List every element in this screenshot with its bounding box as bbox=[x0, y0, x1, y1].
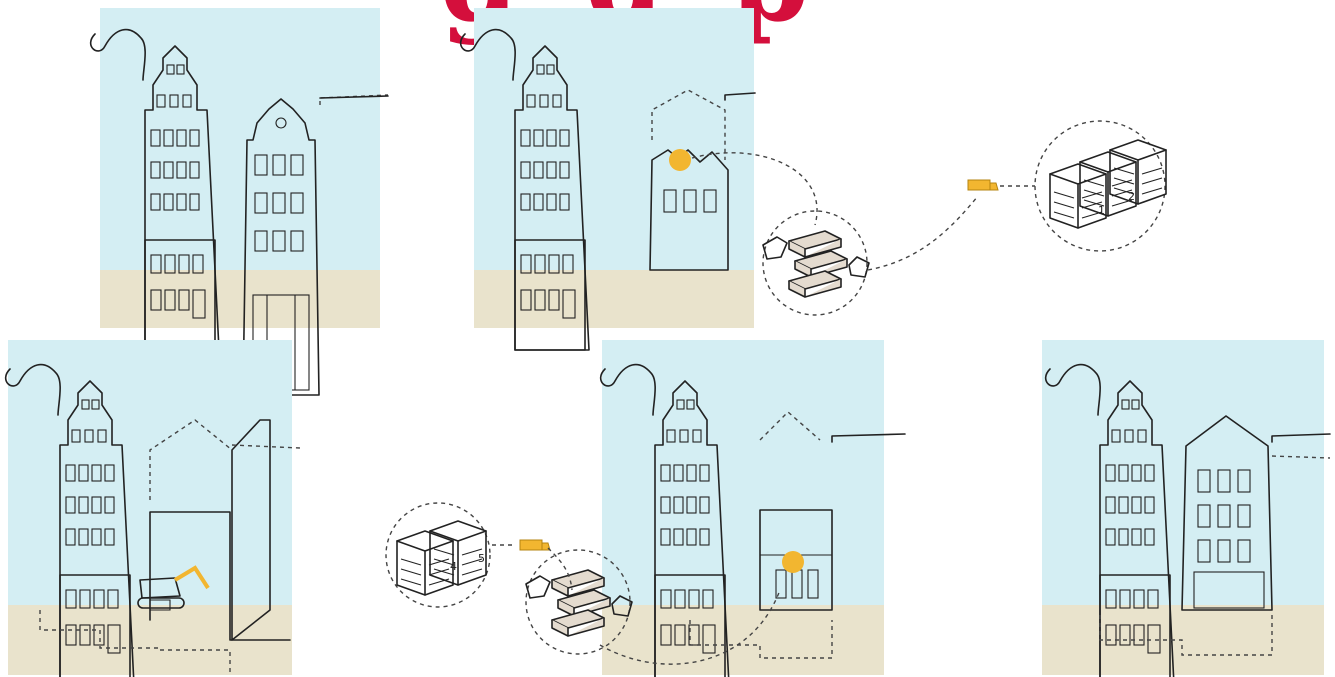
panel-modules-installed: 4 5 bbox=[386, 340, 905, 677]
panel-completed bbox=[1042, 340, 1330, 677]
module-number-4: 4 bbox=[450, 560, 457, 573]
module-number-1: 1 bbox=[1098, 204, 1105, 217]
module-number-5: 5 bbox=[478, 552, 485, 565]
panel-excavation bbox=[6, 340, 300, 677]
panel-existing bbox=[91, 8, 388, 395]
module-number-2: 2 bbox=[1128, 190, 1135, 203]
panel-modules-removed: 1 2 bbox=[461, 8, 1166, 350]
